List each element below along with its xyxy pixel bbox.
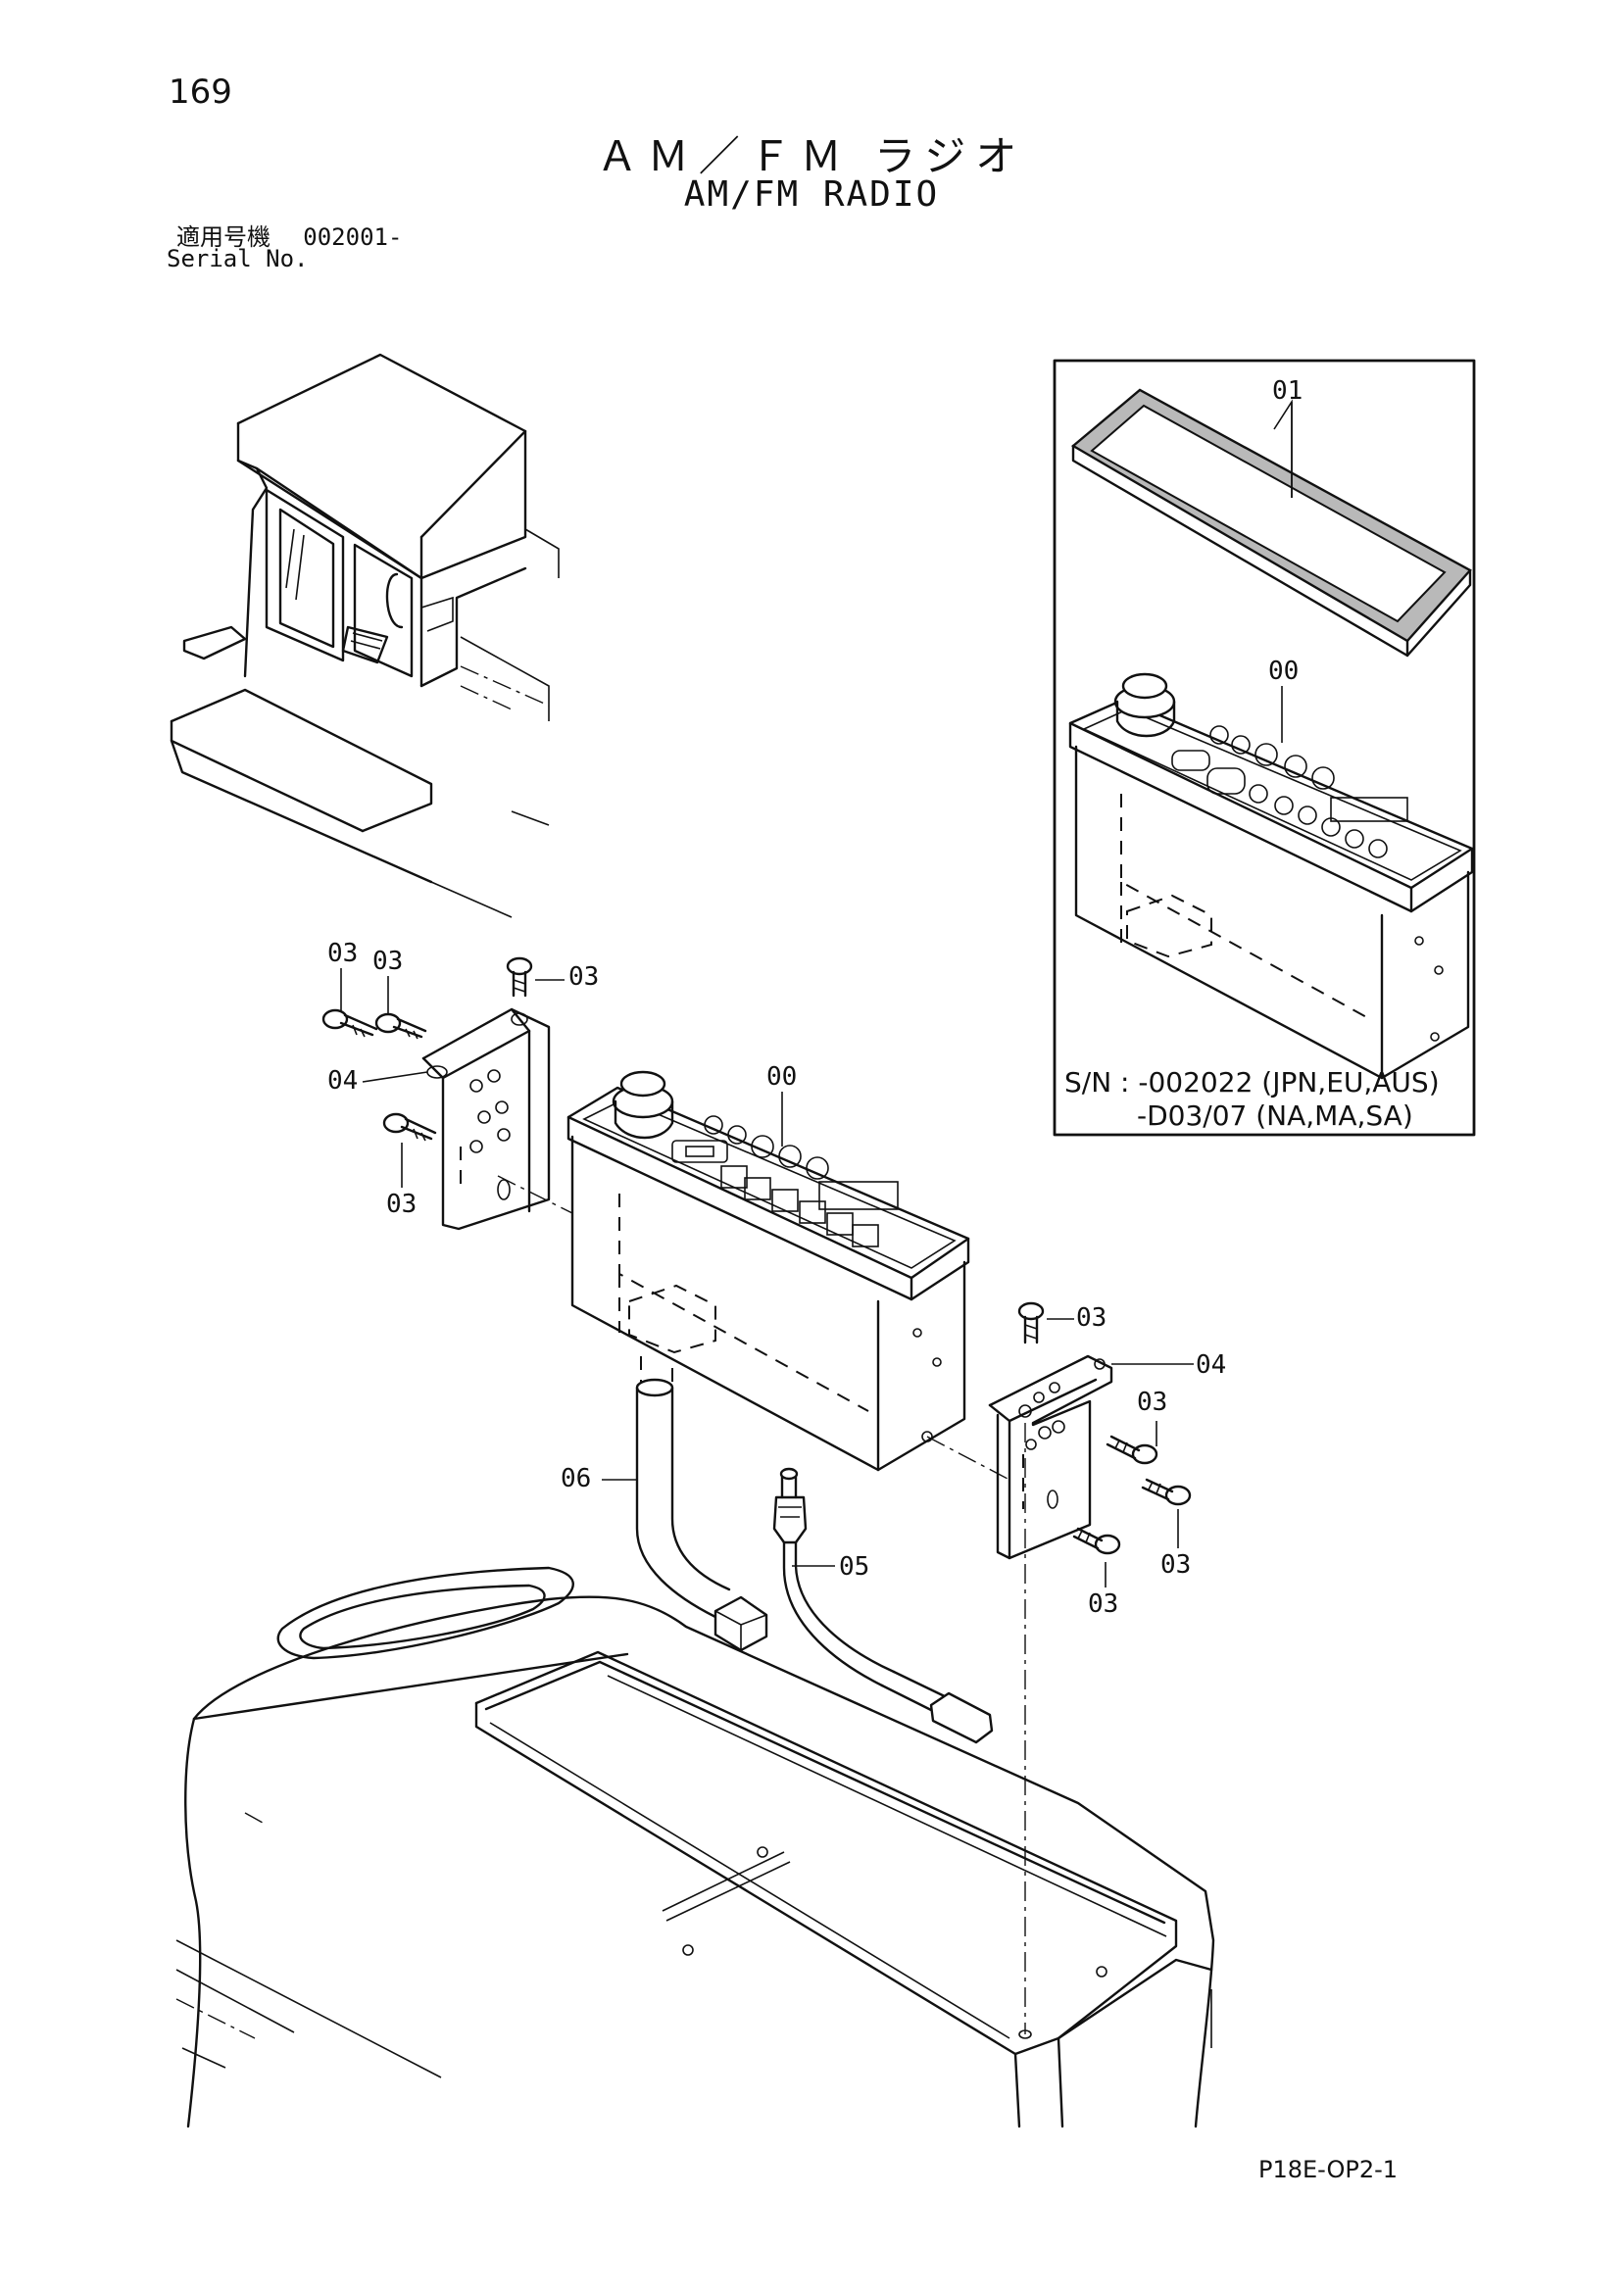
- title-english: AM/FM RADIO: [683, 174, 940, 215]
- callout-right-03d: 03: [1088, 1589, 1119, 1619]
- callout-harness-06: 06: [561, 1464, 592, 1493]
- left-bracket-04: [421, 1007, 551, 1231]
- screw-right-1: [1106, 1435, 1158, 1465]
- serial-label-en: Serial No.: [167, 245, 309, 272]
- screws-03: [321, 956, 1192, 1555]
- callout-radio-00: 00: [766, 1062, 798, 1092]
- screw-right-2: [1141, 1478, 1192, 1506]
- screw-right-top: [1017, 1301, 1045, 1344]
- inset-gasket-01: [1070, 388, 1472, 658]
- serial-value: 002001-: [303, 223, 403, 251]
- callout-left-03c: 03: [568, 962, 600, 992]
- centerline-right: [926, 1436, 1010, 1481]
- leader-lines: [340, 968, 1194, 1588]
- right-bracket-04: [988, 1354, 1113, 1560]
- console-base: [175, 1423, 1215, 2128]
- drawing-code: P18E-OP2-1: [1258, 2156, 1399, 2183]
- callout-right-03c: 03: [1160, 1550, 1192, 1580]
- screw-left-2: [374, 1012, 427, 1040]
- inset-serial-line1: S/N : -002022 (JPN,EU,AUS): [1064, 1066, 1440, 1099]
- serial-label-jp: 適用号機 002001-: [176, 218, 402, 252]
- callout-antenna-05: 05: [839, 1552, 870, 1582]
- screw-left-top: [506, 956, 533, 998]
- callout-left-03d: 03: [386, 1190, 418, 1219]
- callout-left-04: 04: [327, 1066, 359, 1096]
- callout-left-03b: 03: [372, 947, 404, 976]
- cab-sketch: [170, 353, 560, 918]
- callout-left-03a: 03: [327, 939, 359, 968]
- callout-inset-01: 01: [1272, 376, 1303, 406]
- centerline-left: [497, 1175, 573, 1214]
- callout-right-03a: 03: [1076, 1303, 1107, 1333]
- callout-inset-00: 00: [1268, 657, 1300, 686]
- inset-serial-line2: -D03/07 (NA,MA,SA): [1137, 1099, 1413, 1132]
- callout-right-03b: 03: [1137, 1388, 1168, 1417]
- antenna-cable-05: [772, 1467, 994, 1744]
- screw-left-lower: [382, 1112, 437, 1142]
- screw-right-3: [1072, 1527, 1121, 1555]
- harness-06: [635, 1356, 768, 1652]
- page-number: 169: [169, 73, 232, 112]
- main-radio-00: [566, 1070, 970, 1472]
- inset-radio-00: [1068, 672, 1474, 1080]
- callout-right-04: 04: [1196, 1350, 1227, 1380]
- screw-left-1: [321, 1008, 378, 1038]
- inset-box: [1053, 359, 1476, 1137]
- serial-label-jp-text: 適用号機: [176, 223, 270, 251]
- title-japanese: ＡＭ／ＦＭ ラジオ: [596, 132, 1027, 180]
